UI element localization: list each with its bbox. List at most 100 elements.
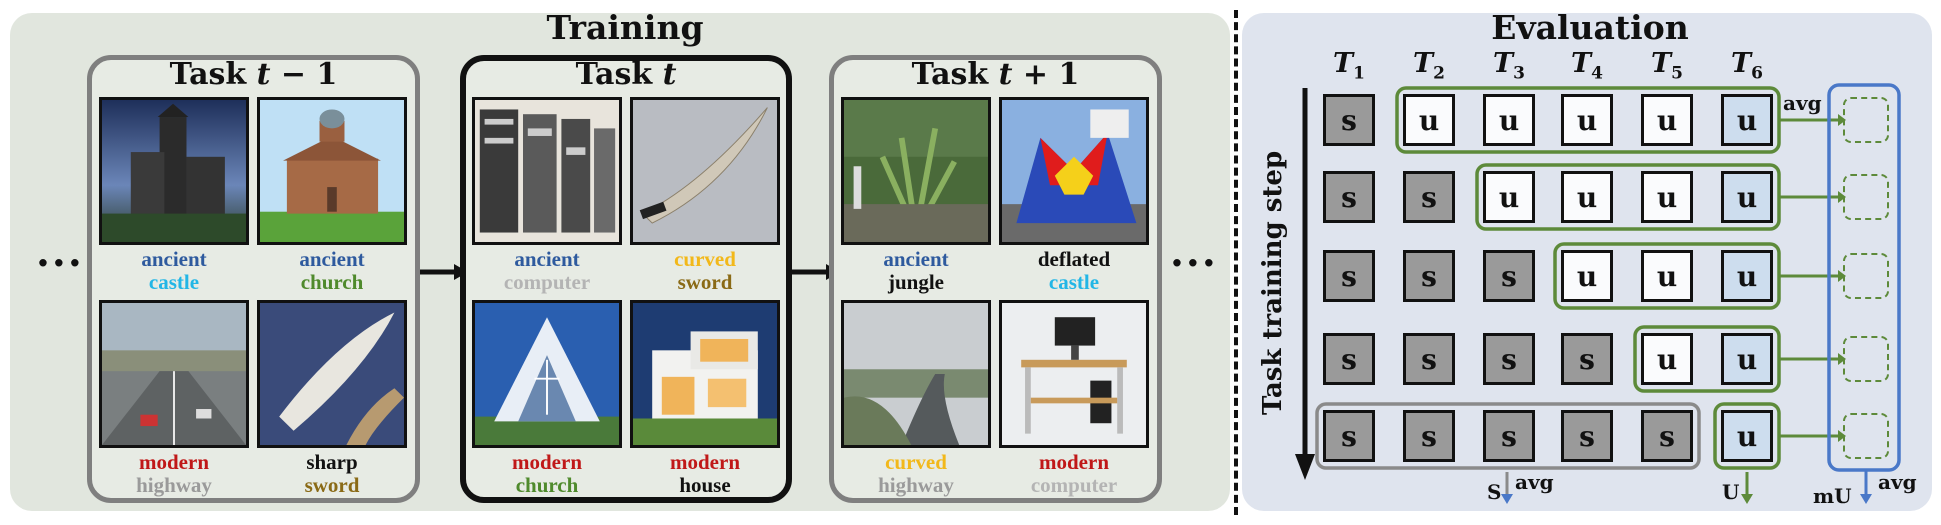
caption-attribute: ancient — [514, 247, 580, 271]
task-title-var: t — [998, 57, 1013, 92]
task-column-label: T3 — [1484, 48, 1534, 83]
task-title: Task t + 1 — [829, 57, 1162, 92]
example-image-modern-highway — [99, 300, 249, 448]
ellipsis-right: ··· — [1170, 240, 1218, 287]
unseen-task-cell: u — [1483, 94, 1535, 146]
task-title: Task t − 1 — [87, 57, 420, 92]
unseen-task-cell: u — [1721, 333, 1773, 385]
unseen-task-cell: u — [1641, 333, 1693, 385]
seen-task-cell: s — [1403, 410, 1455, 462]
caption-object: church — [515, 473, 579, 497]
caption-object: highway — [878, 473, 954, 497]
evaluation-title: Evaluation — [1491, 8, 1689, 47]
unseen-task-cell: u — [1641, 250, 1693, 302]
unseen-task-cell: u — [1641, 94, 1693, 146]
training-title: Training — [546, 8, 704, 47]
column-index: 1 — [1353, 63, 1365, 84]
column-letter: T — [1493, 48, 1514, 79]
task-title-prefix: Task — [575, 57, 663, 92]
example-image-modern-church — [472, 300, 622, 448]
avg-label-row1: avg — [1783, 91, 1822, 115]
example-image-modern-house — [630, 300, 780, 448]
column-letter: T — [1413, 48, 1434, 79]
caption-attribute: curved — [885, 450, 947, 474]
column-index: 3 — [1513, 63, 1525, 84]
unseen-task-cell: u — [1483, 171, 1535, 223]
unseen-task-cell: u — [1561, 94, 1613, 146]
seen-task-cell: s — [1403, 250, 1455, 302]
caption-attribute: modern — [1039, 450, 1109, 474]
task-title-prefix: Task — [169, 57, 257, 92]
caption-attribute: modern — [512, 450, 582, 474]
task-title-suffix: − 1 — [270, 57, 338, 92]
example-image-ancient-church — [257, 97, 407, 245]
seen-task-cell: s — [1403, 333, 1455, 385]
unseen-task-cell: u — [1561, 171, 1613, 223]
caption-attribute: sharp — [306, 450, 358, 474]
unseen-task-cell: u — [1721, 250, 1773, 302]
seen-task-cell: s — [1323, 94, 1375, 146]
unseen-task-cell: u — [1641, 171, 1693, 223]
example-image-sharp-sword — [257, 300, 407, 448]
task-title-prefix: Task — [911, 57, 999, 92]
section-divider — [1234, 10, 1238, 515]
column-letter: T — [1651, 48, 1672, 79]
task-title-suffix: + 1 — [1012, 57, 1080, 92]
seen-task-cell: s — [1323, 171, 1375, 223]
caption-attribute: modern — [670, 450, 740, 474]
unseen-task-cell: u — [1721, 171, 1773, 223]
seen-avg-label: avg — [1515, 470, 1554, 494]
column-letter: T — [1333, 48, 1354, 79]
caption-object: house — [679, 473, 731, 497]
arrow-down-icon — [1295, 88, 1315, 480]
seen-task-cell: s — [1403, 171, 1455, 223]
caption-object: computer — [1030, 473, 1118, 497]
mean-unseen-avg-label: avg — [1878, 470, 1917, 494]
seen-task-cell: s — [1323, 333, 1375, 385]
caption-object: church — [300, 270, 364, 294]
task-column-label: T4 — [1562, 48, 1612, 83]
caption-attribute: deflated — [1037, 247, 1111, 271]
caption-object: castle — [1048, 270, 1100, 294]
unseen-task-cell: u — [1721, 410, 1773, 462]
task-title: Task t — [460, 57, 792, 92]
caption-object: castle — [148, 270, 200, 294]
column-index: 2 — [1433, 63, 1445, 84]
example-image-modern-computer — [999, 300, 1149, 448]
caption-object: computer — [503, 270, 591, 294]
seen-task-cell: s — [1483, 410, 1535, 462]
column-letter: T — [1571, 48, 1592, 79]
caption-object: jungle — [887, 270, 944, 294]
example-image-deflated-castle — [999, 97, 1149, 245]
ellipsis-left: ··· — [36, 240, 84, 287]
example-image-ancient-jungle — [841, 97, 991, 245]
column-index: 5 — [1671, 63, 1683, 84]
task-title-var: t — [662, 57, 677, 92]
unseen-task-cell: u — [1403, 94, 1455, 146]
example-image-ancient-computer — [472, 97, 622, 245]
column-letter: T — [1731, 48, 1752, 79]
caption-object: sword — [304, 473, 360, 497]
caption-object: sword — [677, 270, 733, 294]
caption-attribute: curved — [674, 247, 736, 271]
caption-object: highway — [136, 473, 212, 497]
unseen-metric-label: U — [1722, 480, 1740, 504]
task-column-label: T2 — [1404, 48, 1454, 83]
column-index: 4 — [1591, 63, 1603, 84]
seen-task-cell: s — [1561, 410, 1613, 462]
seen-task-cell: s — [1641, 410, 1693, 462]
example-image-curved-highway — [841, 300, 991, 448]
caption-attribute: modern — [139, 450, 209, 474]
